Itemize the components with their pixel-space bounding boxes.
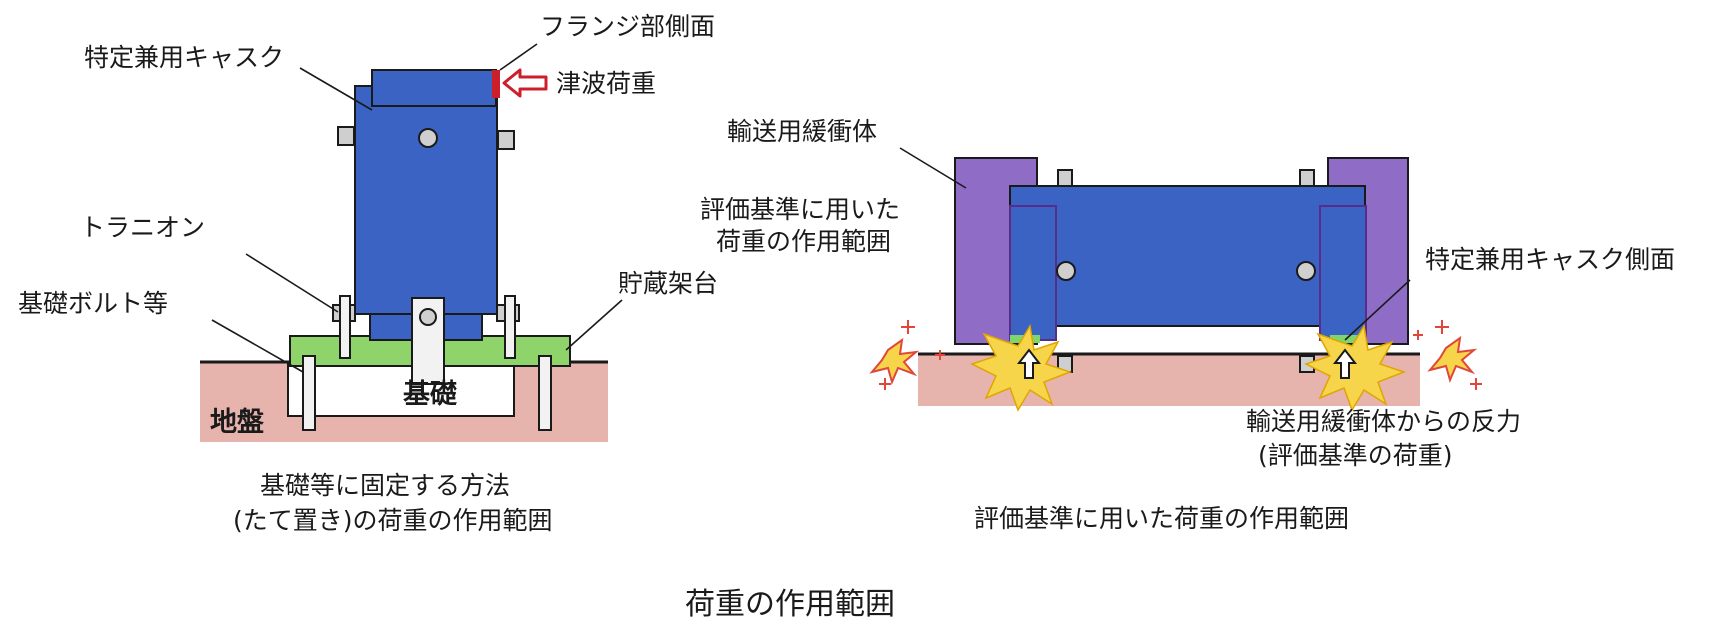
leader-shock-absorber (899, 147, 967, 189)
foundation (287, 361, 515, 417)
trunnion-support-right (504, 295, 516, 359)
flange-side-load-band (492, 70, 500, 98)
label-foundation-bolts: 基礎ボルト等 (18, 289, 168, 318)
spark-right-3 (1413, 330, 1423, 340)
label-reaction-note: (評価基準の荷重) (1258, 441, 1453, 470)
leader-trunnion (245, 253, 339, 313)
reaction-arrow-right (1332, 348, 1358, 379)
leader-foundation-bolts (211, 319, 304, 373)
spark-left-3 (935, 350, 945, 360)
impact-burst-right (1304, 323, 1407, 412)
trunnion-top-right (1299, 169, 1315, 187)
caption-right: 評価基準に用いた荷重の作用範囲 (974, 504, 1349, 533)
caption-left-line2: (たて置き)の荷重の作用範囲 (233, 506, 553, 535)
label-flange-side: フランジ部側面 (540, 12, 715, 41)
center-support-hole (419, 308, 437, 326)
spark-right-1 (1435, 320, 1449, 334)
cask-circle-left (1056, 261, 1076, 281)
horizontal-cask-body (1009, 185, 1366, 327)
label-foundation: 基礎 (403, 379, 457, 410)
impact-burst-left (970, 323, 1073, 412)
trunnion-support-left (339, 295, 351, 359)
label-shock-absorber: 輸送用緩衝体 (727, 117, 877, 146)
upper-trunnion-left (337, 126, 355, 146)
reaction-arrow-left (1016, 348, 1042, 379)
label-cask-side: 特定兼用キャスク側面 (1425, 245, 1675, 274)
cask-flange (371, 69, 497, 107)
sparks-left (879, 320, 945, 390)
cask-body (354, 85, 498, 315)
label-storage-rack: 貯蔵架台 (618, 269, 718, 298)
label-cask: 特定兼用キャスク (84, 43, 284, 72)
spark-left-2 (879, 378, 891, 390)
cask-circle-right (1296, 261, 1316, 281)
figure-title: 荷重の作用範囲 (685, 587, 895, 622)
center-support (411, 297, 445, 385)
tsunami-load-arrow (502, 68, 548, 98)
label-reaction-force: 輸送用緩衝体からの反力 (1246, 407, 1521, 436)
trunnion-top-left (1057, 169, 1073, 187)
foundation-bolt-left (302, 355, 316, 431)
label-ground: 地盤 (210, 407, 265, 438)
spark-burst-right (1427, 335, 1478, 383)
transport-storage-diagram: 輸送用緩衝体 評価基準に用いた 荷重の作用範囲 特定兼用キャスク側面 輸送用緩衝… (700, 117, 1675, 533)
foundation-bolt-right (538, 355, 552, 431)
spark-left-1 (901, 320, 915, 334)
caption-left-line1: 基礎等に固定する方法 (260, 471, 510, 500)
vertical-storage-diagram: 特定兼用キャスク フランジ部側面 津波荷重 トラニオン 基礎ボルト等 貯蔵架台 … (18, 12, 718, 535)
cask-end-right (1319, 205, 1367, 341)
label-criteria-range-line1: 評価基準に用いた (700, 195, 900, 224)
leader-cask-side (1344, 279, 1411, 341)
leader-cask (299, 67, 373, 111)
spark-burst-left (869, 337, 920, 385)
label-tsunami-load: 津波荷重 (556, 69, 656, 98)
spark-right-2 (1470, 378, 1482, 390)
sparks-right (1413, 320, 1482, 390)
cask-circle-mark (418, 128, 438, 148)
upper-trunnion-right (497, 130, 515, 150)
leader-storage-rack (565, 299, 623, 351)
leader-flange-side (499, 43, 538, 71)
label-trunnion: トラニオン (80, 213, 205, 242)
label-criteria-range-line2: 荷重の作用範囲 (716, 227, 891, 256)
cask-end-left (1009, 205, 1057, 341)
